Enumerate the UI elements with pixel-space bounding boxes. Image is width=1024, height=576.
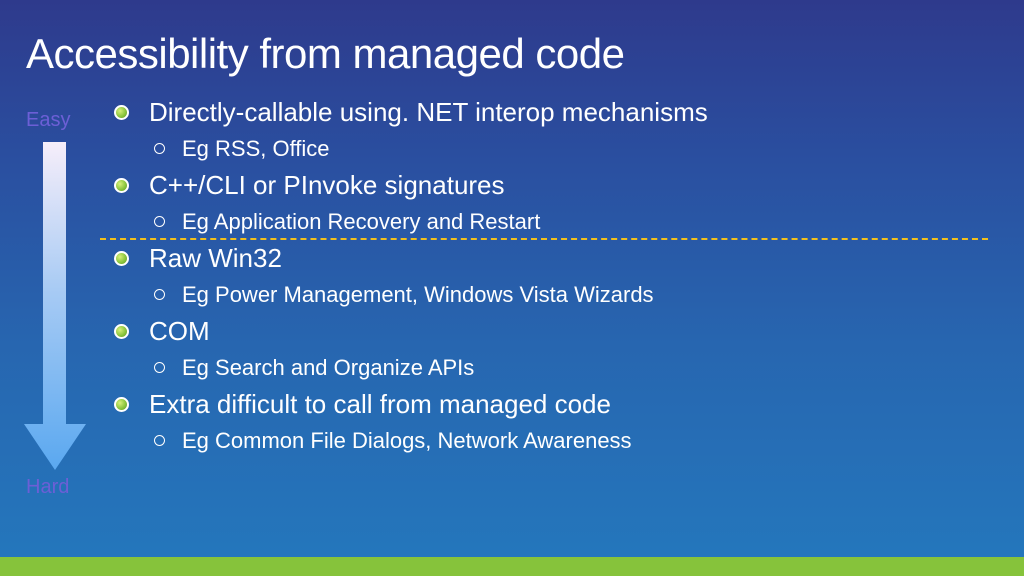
bullet-dot-icon bbox=[114, 177, 129, 193]
sub-bullet-item: Eg Power Management, Windows Vista Wizar… bbox=[112, 277, 992, 312]
sub-bullet-ring-icon bbox=[154, 143, 165, 154]
footer-bar bbox=[0, 557, 1024, 576]
scale-label-hard: Hard bbox=[26, 476, 70, 498]
sub-bullet-text: Eg Common File Dialogs, Network Awarenes… bbox=[182, 427, 632, 453]
bullet-item: Directly-callable using. NET interop mec… bbox=[112, 93, 992, 131]
bullet-dot-icon bbox=[114, 323, 129, 339]
sub-bullet-text: Eg RSS, Office bbox=[182, 135, 330, 161]
sub-bullet-item: Eg Application Recovery and Restart bbox=[112, 204, 992, 239]
bullet-group: Raw Win32 Eg Power Management, Windows V… bbox=[112, 239, 992, 312]
slide-title: Accessibility from managed code bbox=[26, 30, 625, 77]
bullet-item: C++/CLI or PInvoke signatures bbox=[112, 166, 992, 204]
bullet-text: Directly-callable using. NET interop mec… bbox=[149, 96, 708, 127]
sub-bullet-text: Eg Application Recovery and Restart bbox=[182, 208, 541, 234]
sub-bullet-ring-icon bbox=[154, 289, 165, 300]
difficulty-arrow-icon bbox=[22, 140, 88, 472]
bullet-group: Extra difficult to call from managed cod… bbox=[112, 385, 992, 458]
managed-boundary-divider bbox=[100, 238, 988, 240]
sub-bullet-ring-icon bbox=[154, 435, 165, 446]
sub-bullet-item: Eg Search and Organize APIs bbox=[112, 350, 992, 385]
bullet-dot-icon bbox=[114, 104, 129, 120]
sub-bullet-ring-icon bbox=[154, 362, 165, 373]
bullet-text: Extra difficult to call from managed cod… bbox=[149, 388, 611, 419]
bullet-list: Directly-callable using. NET interop mec… bbox=[112, 93, 992, 458]
bullet-group: Directly-callable using. NET interop mec… bbox=[112, 93, 992, 166]
sub-bullet-item: Eg Common File Dialogs, Network Awarenes… bbox=[112, 423, 992, 458]
bullet-item: Raw Win32 bbox=[112, 239, 992, 277]
sub-bullet-ring-icon bbox=[154, 216, 165, 227]
bullet-dot-icon bbox=[114, 250, 129, 266]
bullet-text: Raw Win32 bbox=[149, 242, 282, 273]
sub-bullet-text: Eg Search and Organize APIs bbox=[182, 354, 475, 380]
bullet-item: COM bbox=[112, 312, 992, 350]
bullet-dot-icon bbox=[114, 396, 129, 412]
bullet-text: C++/CLI or PInvoke signatures bbox=[149, 169, 505, 200]
bullet-text: COM bbox=[149, 315, 210, 346]
scale-label-easy: Easy bbox=[26, 109, 71, 131]
sub-bullet-item: Eg RSS, Office bbox=[112, 131, 992, 166]
sub-bullet-text: Eg Power Management, Windows Vista Wizar… bbox=[182, 281, 654, 307]
bullet-group: COM Eg Search and Organize APIs bbox=[112, 312, 992, 385]
bullet-item: Extra difficult to call from managed cod… bbox=[112, 385, 992, 423]
bullet-group: C++/CLI or PInvoke signatures Eg Applica… bbox=[112, 166, 992, 239]
